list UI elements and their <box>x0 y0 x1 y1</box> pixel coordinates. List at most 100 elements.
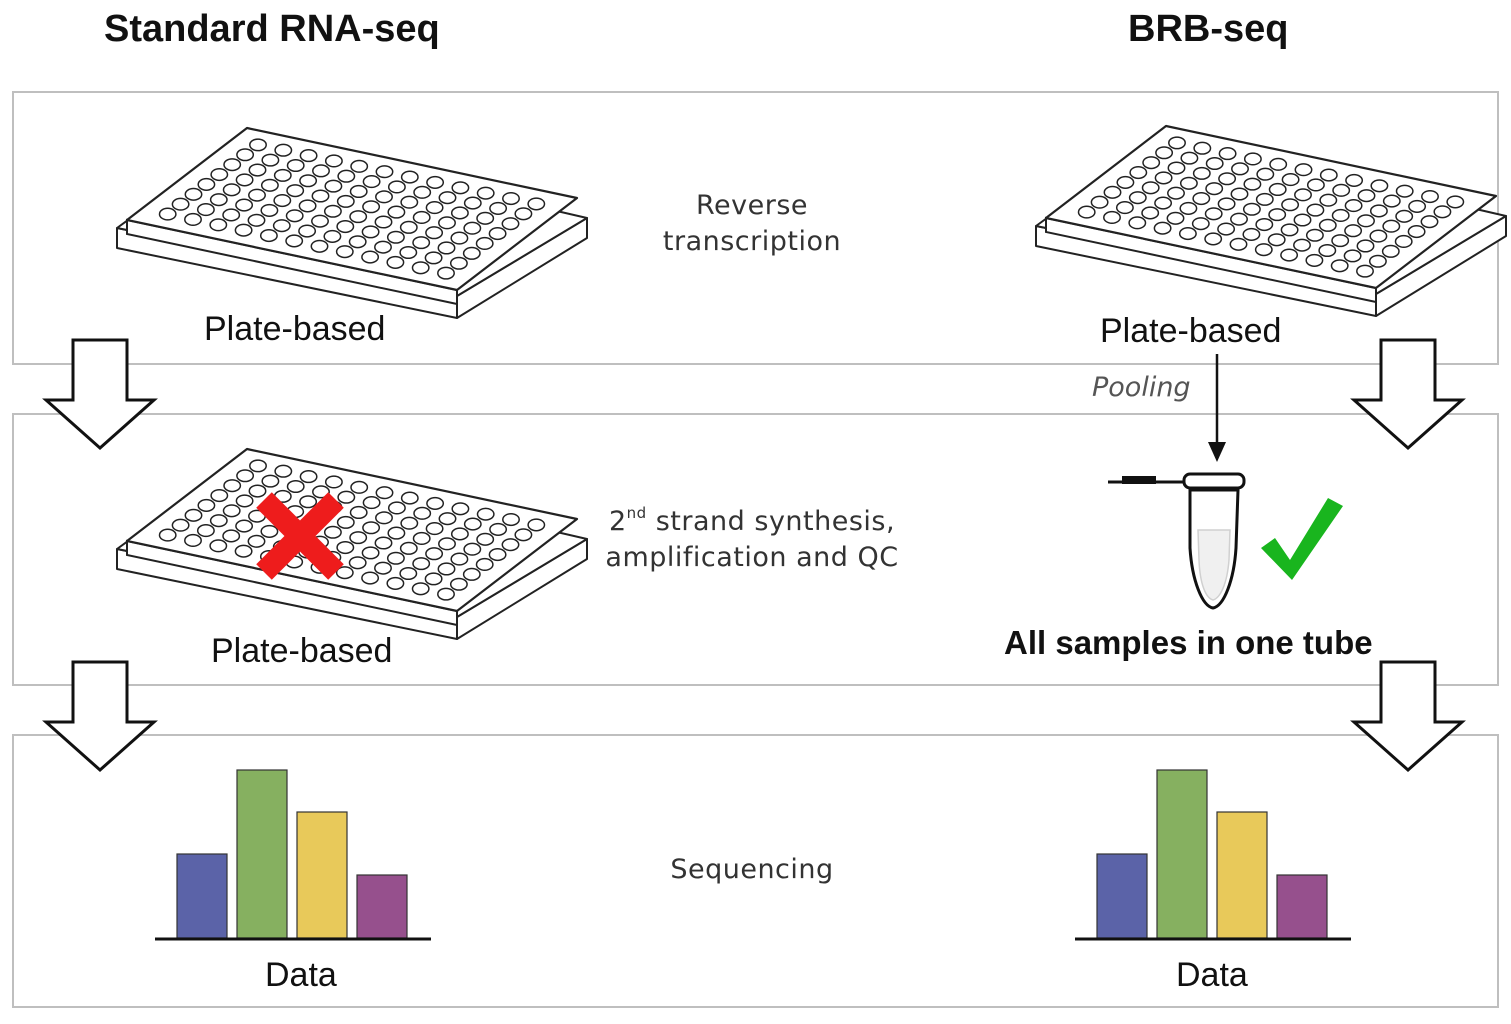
plate-well <box>1319 168 1338 182</box>
plate-well <box>286 184 305 198</box>
plate-well <box>1382 219 1401 233</box>
plate-well <box>1077 205 1096 219</box>
plate-well <box>1218 172 1237 186</box>
chart-bar <box>1096 853 1148 939</box>
plate-well <box>335 245 354 259</box>
plate-well <box>1191 217 1210 231</box>
plate-well <box>514 207 533 221</box>
plate-well <box>324 179 343 193</box>
plate-well <box>1230 212 1248 226</box>
plate-well <box>1217 222 1236 236</box>
plate-well <box>1193 141 1212 155</box>
plate-well <box>374 215 393 229</box>
plate-well <box>1179 176 1198 190</box>
plate-well <box>1381 244 1400 258</box>
plate-well <box>1446 195 1465 209</box>
plate-well <box>1267 233 1286 247</box>
plate-well <box>323 229 342 243</box>
plate-well <box>298 199 317 213</box>
plate-well <box>247 534 266 548</box>
plate-well <box>463 517 482 531</box>
step-second-strand-rest: strand synthesis, <box>646 506 896 537</box>
plate-well <box>387 526 406 540</box>
plate-well <box>1395 184 1414 198</box>
plate-well <box>437 562 456 576</box>
plate-well <box>424 251 443 265</box>
plate-well <box>1254 243 1273 257</box>
plate-well <box>400 170 419 184</box>
plate-well <box>223 158 242 172</box>
plate-well <box>299 174 318 188</box>
plate-well <box>450 206 469 220</box>
plate-well <box>386 551 405 565</box>
plate-well <box>386 230 405 244</box>
plate-well <box>1128 191 1147 205</box>
plate-well <box>1368 254 1387 268</box>
plate-well <box>425 201 444 215</box>
plate-well <box>386 576 405 590</box>
plate-well <box>1153 221 1172 235</box>
plate-well <box>463 221 482 235</box>
plate-well <box>1231 162 1249 176</box>
plate-well <box>412 236 431 250</box>
plate-well <box>335 566 354 580</box>
plate-well <box>222 529 241 543</box>
plate-well <box>386 255 405 269</box>
plate-well <box>362 496 381 510</box>
plate-well <box>260 203 279 217</box>
plate-well <box>274 464 293 478</box>
pooling-arrow-icon <box>1208 354 1226 462</box>
plate-well <box>348 235 367 249</box>
plate-well <box>1293 213 1312 227</box>
plate-well <box>1369 204 1388 218</box>
plate-well <box>1305 228 1324 242</box>
plate-well <box>286 158 305 173</box>
plate-well <box>336 540 355 555</box>
plate-well <box>1294 188 1312 202</box>
plate-well <box>1433 205 1452 219</box>
plate-well <box>1294 163 1313 177</box>
plate-well <box>399 245 418 260</box>
down-arrow-icon <box>42 660 158 773</box>
plate-well <box>1280 223 1299 237</box>
step-reverse-transcription: Reverse transcription <box>640 188 864 260</box>
down-arrow-icon <box>42 338 158 451</box>
plate-well <box>261 474 280 488</box>
plate-well <box>438 512 457 526</box>
plate-well <box>184 187 203 201</box>
plate-well <box>1230 187 1249 201</box>
plate-well <box>248 163 267 177</box>
plate-well <box>527 518 546 532</box>
plate-well <box>1318 218 1337 232</box>
plate-well <box>1155 146 1174 160</box>
plate-well <box>247 213 266 227</box>
plate-well <box>350 159 369 173</box>
plate-well <box>1332 183 1351 197</box>
plate-well <box>324 154 343 168</box>
plate-well <box>1115 201 1134 215</box>
plate-well <box>1116 175 1135 189</box>
label-data-right: Data <box>1176 956 1248 994</box>
plate-well <box>1356 264 1374 278</box>
plate-well <box>273 193 292 208</box>
plate-well <box>158 528 177 542</box>
plate-well <box>375 486 394 500</box>
plate-well <box>1129 165 1148 180</box>
plate-well <box>361 546 380 560</box>
plate-well <box>184 533 202 548</box>
plate-well <box>476 532 495 546</box>
plate-well <box>361 225 380 239</box>
plate-well <box>1166 211 1185 225</box>
plate-well <box>463 196 482 210</box>
plate-well <box>1103 185 1122 199</box>
plate-well <box>1369 229 1388 243</box>
plate-well <box>337 490 356 504</box>
plate-well <box>249 459 267 473</box>
chart-bar <box>236 769 288 939</box>
bar-chart-right <box>1075 769 1351 941</box>
plate-well <box>438 216 456 230</box>
plate-well <box>311 214 329 228</box>
plate-well <box>502 191 520 206</box>
plate-well <box>1090 195 1109 209</box>
